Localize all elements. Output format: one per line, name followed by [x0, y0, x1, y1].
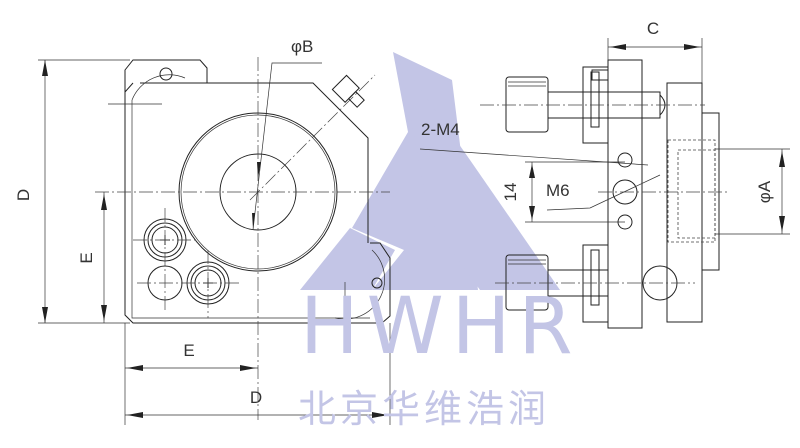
label-c: C [647, 19, 659, 38]
label-e-vertical: E [77, 252, 96, 263]
leader-m6 [546, 174, 661, 211]
side-view: 2-M4 M6 14 C φA [419, 19, 790, 329]
adjuster-screw-icon [331, 74, 365, 108]
label-e-horizontal: E [183, 341, 194, 360]
top-adjust-knob-icon [505, 76, 549, 133]
watermark-text: HWHR [300, 282, 581, 372]
watermark-company-name: 北京华维浩润 [298, 387, 551, 431]
side-plate-front [607, 59, 643, 329]
label-dia-a: φA [755, 180, 774, 203]
label-14: 14 [501, 183, 520, 202]
set-screw-icon [591, 69, 609, 81]
hidden-bore [667, 139, 716, 243]
side-flange [701, 112, 720, 271]
top-screw-icon [159, 67, 173, 81]
m4-hole [617, 152, 633, 168]
front-view: φB D E E D [14, 37, 391, 425]
side-plate-rear [666, 82, 703, 323]
label-d-horizontal: D [250, 388, 262, 407]
side-screw-icon [371, 277, 383, 289]
label-2-m4: 2-M4 [421, 120, 460, 139]
label-d-vertical: D [14, 189, 33, 201]
watermark-logo-shape [300, 52, 560, 290]
front-body-outline [124, 82, 391, 324]
label-dia-b: φB [291, 37, 313, 56]
label-m6: M6 [546, 181, 570, 200]
leader-m4 [419, 148, 649, 166]
